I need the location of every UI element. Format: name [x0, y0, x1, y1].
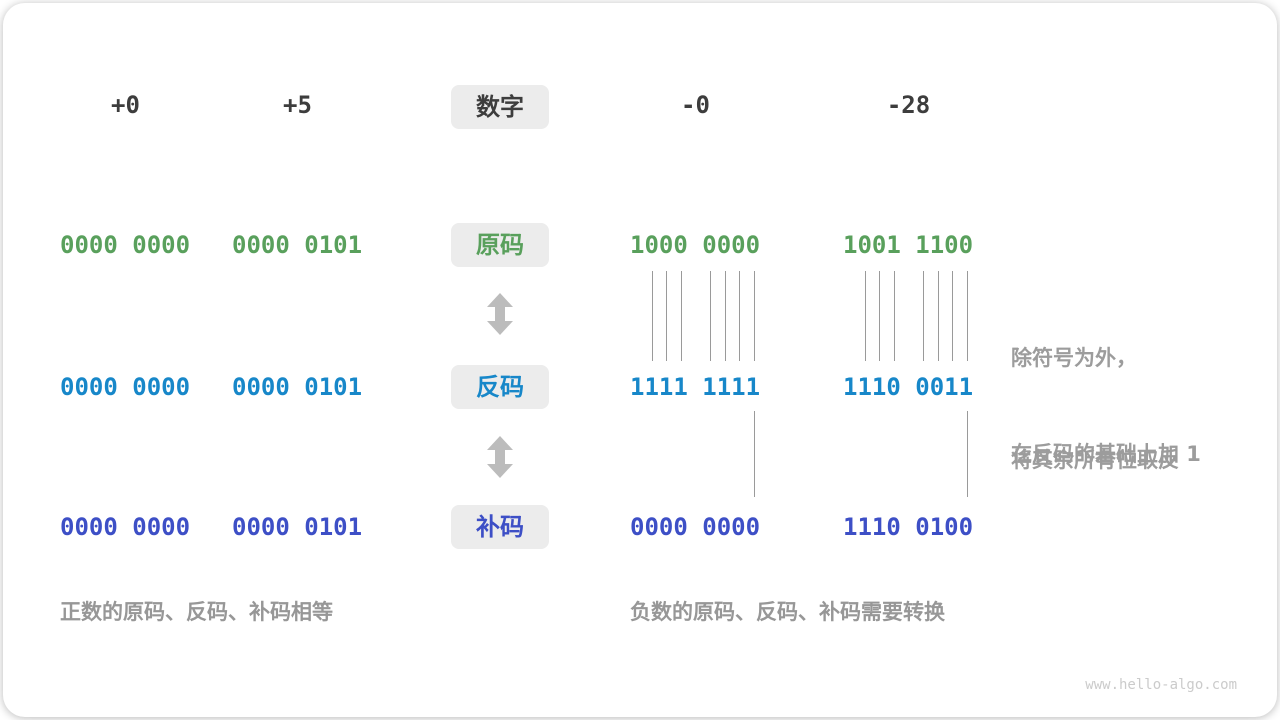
sign-magnitude-badge: 原码: [451, 223, 549, 267]
bit-connector-gap: [717, 411, 732, 497]
sign-magnitude-minus28: 1001 1100: [843, 231, 974, 259]
twos-complement-plus5: 0000 0101: [232, 513, 363, 541]
bit-connector-gap: [901, 411, 916, 497]
add-one-note: 在反码的基础上加 1: [1011, 442, 1201, 466]
bit-connector-gap: [872, 411, 887, 497]
ones-complement-plus5: 0000 0101: [232, 373, 363, 401]
bit-connector-line: [717, 271, 732, 361]
bit-flip-lines-minus28: [843, 271, 974, 361]
bit-connector-line: [930, 271, 945, 361]
bit-connector-gap: [659, 411, 674, 497]
sign-magnitude-plus0: 0000 0000: [60, 231, 191, 259]
number-badge: 数字: [451, 85, 549, 129]
bit-connector-line: [732, 271, 747, 361]
bit-connector-line: [872, 271, 887, 361]
flip-note: 除符号为外， 将其余所有位取反: [1011, 273, 1179, 545]
bit-connector-gap: [945, 411, 960, 497]
twos-complement-badge: 补码: [451, 505, 549, 549]
bit-connector-gap: [858, 411, 873, 497]
arrow-shaft: [495, 307, 505, 321]
site-watermark: www.hello-algo.com: [1085, 677, 1237, 693]
column-header-plus0: +0: [111, 91, 140, 119]
add-one-line-minus28: [843, 411, 974, 497]
bit-connector-gap: [901, 271, 916, 361]
bit-connector-line: [747, 271, 762, 361]
bit-connector-line: [960, 271, 975, 361]
arrow-shaft: [495, 450, 505, 464]
bit-connector-gap: [732, 411, 747, 497]
twos-complement-minus0: 0000 0000: [630, 513, 761, 541]
bit-connector-gap: [645, 411, 660, 497]
column-header-plus5: +5: [283, 91, 312, 119]
add-one-line-minus0: [630, 411, 761, 497]
bit-connector-line: [916, 271, 931, 361]
ones-complement-badge: 反码: [451, 365, 549, 409]
up-down-arrow-icon: [487, 293, 513, 335]
positive-caption: 正数的原码、反码、补码相等: [60, 600, 333, 624]
flip-note-line1: 除符号为外，: [1011, 346, 1137, 370]
bit-connector-line: [659, 271, 674, 361]
arrow-head-down: [487, 464, 513, 478]
bit-flip-lines-minus0: [630, 271, 761, 361]
bit-connector-line: [945, 271, 960, 361]
sign-magnitude-plus5: 0000 0101: [232, 231, 363, 259]
bit-connector-gap: [930, 411, 945, 497]
bit-connector-gap: [703, 411, 718, 497]
bit-connector-gap: [843, 411, 858, 497]
bit-connector-line: [858, 271, 873, 361]
ones-complement-minus28: 1110 0011: [843, 373, 974, 401]
bit-connector-gap: [843, 271, 858, 361]
bit-connector-gap: [916, 411, 931, 497]
bit-connector-line: [674, 271, 689, 361]
bit-connector-gap: [688, 271, 703, 361]
up-down-arrow-icon: [487, 436, 513, 478]
column-header-minus0: -0: [681, 91, 710, 119]
negative-caption: 负数的原码、反码、补码需要转换: [630, 600, 945, 624]
bit-connector-line: [703, 271, 718, 361]
bit-connector-gap: [674, 411, 689, 497]
arrow-head-up: [487, 436, 513, 450]
column-header-minus28: -28: [886, 91, 931, 119]
bit-connector-gap: [887, 411, 902, 497]
ones-complement-minus0: 1111 1111: [630, 373, 761, 401]
figure-card: +0 +5 数字 -0 -28 0000 0000 0000 0101 原码 1…: [3, 3, 1277, 717]
arrow-head-down: [487, 321, 513, 335]
bit-connector-gap: [630, 271, 645, 361]
bit-connector-line: [645, 271, 660, 361]
sign-magnitude-minus0: 1000 0000: [630, 231, 761, 259]
twos-complement-plus0: 0000 0000: [60, 513, 191, 541]
bit-connector-line: [887, 271, 902, 361]
bit-connector-gap: [688, 411, 703, 497]
ones-complement-plus0: 0000 0000: [60, 373, 191, 401]
bit-connector-gap: [630, 411, 645, 497]
arrow-head-up: [487, 293, 513, 307]
flip-note-line2: 将其余所有位取反: [1011, 448, 1179, 472]
bit-connector-line: [747, 411, 762, 497]
twos-complement-minus28: 1110 0100: [843, 513, 974, 541]
bit-connector-line: [960, 411, 975, 497]
